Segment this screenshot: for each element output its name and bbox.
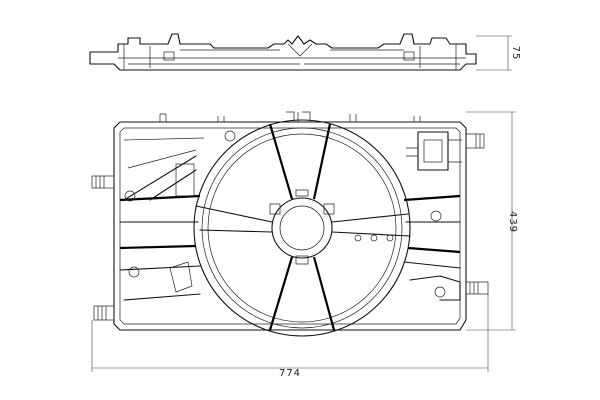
strut-top-right <box>312 123 332 200</box>
strut-right <box>331 213 409 223</box>
bolt-hole <box>370 234 378 242</box>
strut-top-left <box>268 123 294 200</box>
bolt-hole <box>124 190 136 202</box>
strut-bottom-right <box>312 256 336 331</box>
width-dimension-label: 774 <box>279 368 301 379</box>
strut-bottom-left <box>268 256 294 331</box>
depth-dimension-label: 75 <box>510 46 521 61</box>
left-diagonal-rib <box>123 155 197 201</box>
left-upper-tab <box>91 175 115 189</box>
bolt-hole <box>430 210 442 222</box>
cross-member-upper <box>119 194 201 202</box>
front-view: 774 439 <box>91 111 518 379</box>
fan-ring-outer <box>193 119 411 337</box>
bolt-hole <box>128 266 140 278</box>
right-upper-tab <box>465 133 485 149</box>
right-lower-tab <box>465 281 489 295</box>
left-lower-tab <box>93 305 115 321</box>
bolt-hole <box>386 234 394 242</box>
strut-left <box>195 205 273 223</box>
frame-outline <box>113 121 467 331</box>
cross-member-lower <box>119 244 197 250</box>
bolt-hole <box>224 130 236 142</box>
height-dimension-label: 439 <box>507 211 518 233</box>
electrical-connector <box>417 131 449 171</box>
side-view: 75 <box>89 33 521 71</box>
motor-hub <box>271 197 333 259</box>
side-view-outline <box>89 33 477 71</box>
bolt-hole <box>354 234 362 242</box>
